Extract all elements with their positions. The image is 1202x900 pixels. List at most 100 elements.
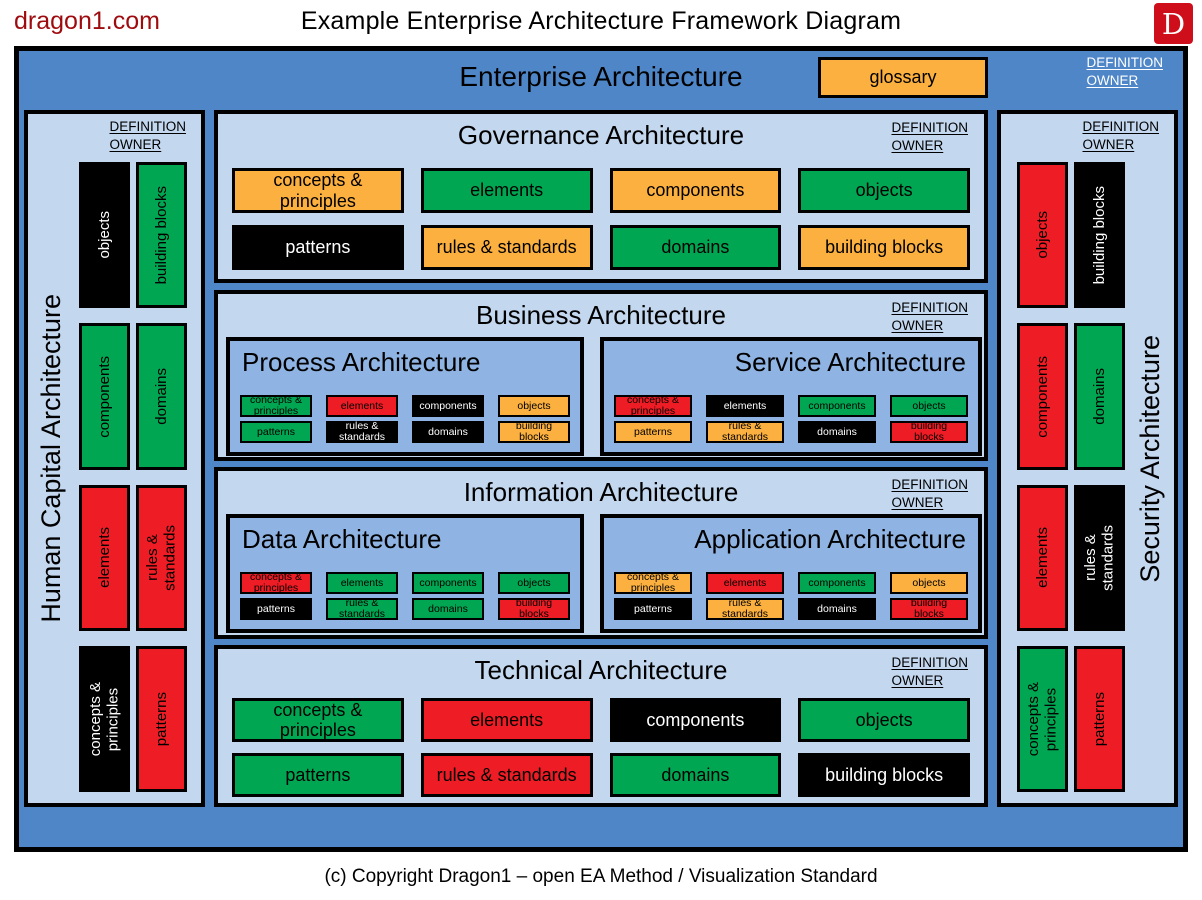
block-building-blocks: building blocks [498, 421, 570, 443]
block-components: components [798, 395, 876, 417]
block-label: concepts & principles [250, 394, 302, 417]
block-building-blocks: building blocks [498, 598, 570, 620]
block-components: components [609, 698, 782, 742]
definition-owner-link[interactable]: DEFINITION OWNER [891, 655, 969, 688]
block-elements: elements [79, 484, 130, 631]
section-technical-architecture: Technical Architecture DEFINITION OWNER … [214, 645, 988, 807]
data-block-grid: concepts & principles elements components o… [240, 572, 570, 620]
block-objects: objects [79, 162, 130, 309]
glossary-button[interactable]: glossary [818, 57, 988, 98]
block-label: concepts & principles [87, 681, 122, 756]
block-building-blocks: building blocks [798, 225, 970, 270]
block-label: building blocks [910, 597, 948, 620]
block-label: patterns [1090, 691, 1108, 746]
definition-owner-link[interactable]: DEFINITION OWNER [1086, 55, 1164, 88]
block-label: objects [912, 576, 946, 589]
block-label: elements [340, 399, 384, 412]
block-elements: elements [706, 572, 784, 594]
block-label: patterns [285, 764, 351, 785]
section-title: Technical Architecture [474, 655, 728, 685]
block-components: components [798, 572, 876, 594]
definition-owner-link[interactable]: DEFINITION OWNER [891, 120, 969, 153]
block-components: components [412, 572, 484, 594]
block-objects: objects [498, 572, 570, 594]
panel-title-security: Security Architecture [1135, 114, 1166, 803]
block-label: elements [340, 576, 384, 589]
block-elements: elements [1017, 484, 1068, 631]
block-label: concepts & principles [627, 394, 679, 417]
block-components: components [412, 395, 484, 417]
block-label: rules & standards [144, 524, 179, 591]
block-patterns: patterns [614, 598, 692, 620]
block-label: objects [855, 180, 913, 201]
process-block-grid: concepts & principles elements components o… [240, 395, 570, 443]
block-label: domains [428, 425, 468, 438]
block-label: concepts & principles [273, 170, 363, 211]
block-components: components [609, 168, 782, 213]
block-label: objects [1033, 211, 1051, 259]
block-label: objects [912, 399, 946, 412]
block-domains: domains [609, 753, 782, 797]
block-label: rules & standards [436, 237, 577, 258]
dragon1-logo: D [1154, 3, 1193, 44]
block-objects: objects [890, 572, 968, 594]
block-domains: domains [1074, 323, 1125, 470]
panel-title-label: Security Architecture [1135, 334, 1165, 583]
block-concepts-principles: concepts & principles [232, 168, 404, 213]
panel-title-human-capital: Human Capital Architecture [36, 114, 67, 803]
subbox-title: Application Architecture [694, 524, 966, 554]
block-patterns: patterns [136, 645, 187, 792]
block-domains: domains [136, 323, 187, 470]
block-elements: elements [420, 168, 593, 213]
block-label: objects [855, 709, 913, 730]
block-label: domains [1090, 368, 1108, 425]
block-label: building blocks [152, 185, 170, 285]
block-label: components [646, 709, 745, 730]
block-label: components [419, 399, 477, 412]
block-label: patterns [634, 602, 672, 615]
block-label: elements [95, 527, 113, 589]
section-business-architecture: Business Architecture DEFINITION OWNER P… [214, 290, 988, 461]
block-patterns: patterns [614, 421, 692, 443]
block-label: building blocks [825, 237, 944, 258]
block-label: elements [723, 399, 767, 412]
block-elements: elements [706, 395, 784, 417]
block-label: domains [661, 764, 730, 785]
block-label: building blocks [1090, 185, 1108, 285]
block-rules-standards: rules & standards [326, 598, 398, 620]
definition-owner-link[interactable]: DEFINITION OWNER [891, 477, 969, 510]
governance-block-grid: concepts & principles elements components o… [232, 168, 970, 270]
definition-owner-link[interactable]: DEFINITION OWNER [109, 119, 187, 152]
block-domains: domains [798, 421, 876, 443]
block-rules-standards: rules & standards [326, 421, 398, 443]
block-building-blocks: building blocks [890, 598, 968, 620]
block-objects: objects [498, 395, 570, 417]
block-label: components [1033, 355, 1051, 438]
block-label: patterns [257, 425, 295, 438]
subbox-title: Service Architecture [734, 347, 966, 377]
block-label: objects [517, 576, 551, 589]
block-domains: domains [412, 421, 484, 443]
definition-owner-link[interactable]: DEFINITION OWNER [891, 300, 969, 333]
section-title: Information Architecture [463, 477, 739, 507]
copyright-text: (c) Copyright Dragon1 – open EA Method /… [324, 866, 878, 887]
panel-title-label: Human Capital Architecture [36, 294, 66, 623]
block-label: domains [661, 237, 730, 258]
block-objects: objects [798, 168, 970, 213]
block-building-blocks: building blocks [1074, 162, 1125, 309]
section-title: Governance Architecture [457, 120, 745, 150]
block-label: elements [1033, 527, 1051, 589]
subbox-process-architecture: Process Architecture concepts & principl… [226, 337, 584, 456]
brand-link[interactable]: dragon1.com [14, 7, 160, 35]
security-block-grid: objects building blocks components domains e… [1017, 162, 1125, 792]
block-patterns: patterns [1074, 645, 1125, 792]
block-label: components [808, 576, 866, 589]
block-rules-standards: rules & standards [420, 753, 593, 797]
block-concepts-principles: concepts & principles [240, 572, 312, 594]
block-label: building blocks [515, 420, 553, 443]
definition-owner-link[interactable]: DEFINITION OWNER [1082, 119, 1160, 152]
panel-security-architecture: DEFINITION OWNER Security Architecture o… [997, 110, 1178, 807]
block-rules-standards: rules & standards [706, 598, 784, 620]
block-label: elements [470, 709, 544, 730]
